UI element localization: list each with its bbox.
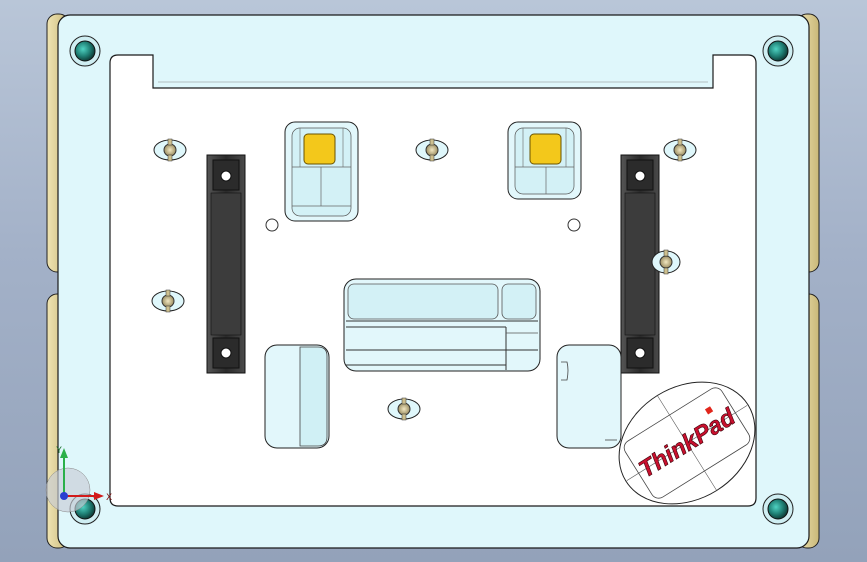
locator-pad-left (303, 133, 336, 165)
pin-2[interactable] (415, 138, 449, 162)
pin-hole-left (265, 218, 279, 232)
clamp-left[interactable] (206, 154, 246, 374)
coordinate-triad: Y X (45, 446, 112, 513)
pin-4[interactable] (151, 289, 185, 313)
center-pocket[interactable] (343, 278, 541, 372)
triad-origin-icon (45, 467, 91, 513)
pin-1[interactable] (153, 138, 187, 162)
locator-pocket-right[interactable] (507, 121, 582, 200)
bolt-bottom-right[interactable] (762, 493, 794, 525)
locator-pad-right (529, 133, 562, 165)
z-axis-icon (60, 492, 68, 500)
locator-pocket-left[interactable] (284, 121, 359, 222)
bolt-top-left[interactable] (69, 35, 101, 67)
thinkpad-logo-plate[interactable]: ThinkPad (596, 357, 777, 528)
logo-dot (704, 406, 714, 415)
x-axis-label: X (106, 493, 112, 503)
pin-6[interactable] (387, 397, 421, 421)
lower-pocket-right[interactable] (556, 344, 622, 449)
y-axis-label: Y (55, 446, 62, 456)
locating-pins (151, 138, 697, 421)
pin-3[interactable] (663, 138, 697, 162)
bolt-top-right[interactable] (762, 35, 794, 67)
pin-5[interactable] (651, 249, 681, 275)
lower-pocket-left[interactable] (264, 344, 330, 449)
pin-hole-right (567, 218, 581, 232)
